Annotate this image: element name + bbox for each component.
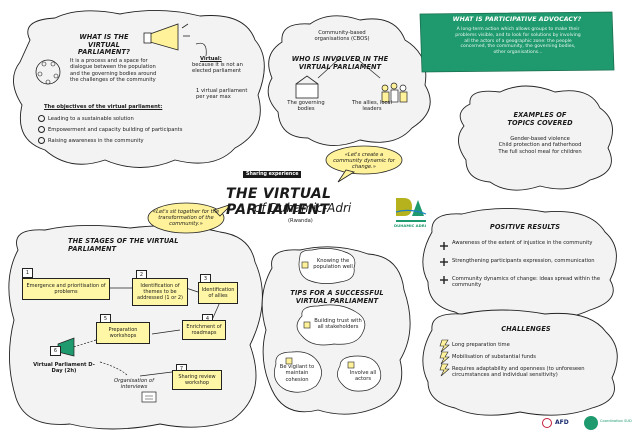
- what-is-line: the challenges of the community: [70, 77, 156, 84]
- stage-box: Identification of allies: [198, 282, 238, 304]
- curved-arrow: [195, 42, 207, 57]
- objectives-heading: The objectives of the virtual parliament…: [44, 104, 163, 110]
- per-year-note: 1 virtual parliament per year max: [196, 88, 248, 101]
- challenge-item: Requires adaptability and openness (to u…: [452, 366, 585, 379]
- advocacy-line: problems visible, and to look for soluti…: [455, 32, 581, 38]
- objective-item: Empowerment and capacity building of par…: [38, 125, 218, 136]
- objective-item: Leading to a sustainable solution: [38, 114, 218, 125]
- advocacy-text: A long-term action which allows groups t…: [426, 27, 610, 56]
- main-subtitle: of Duhamic-Adri: [254, 201, 352, 215]
- stage-box: Sharing review workshop: [172, 370, 222, 390]
- advocacy-line: all the actors of a geographic zone: the…: [464, 38, 572, 44]
- megaphone-icon: [143, 23, 190, 51]
- tip-item: Be vigilant to maintain cohesion: [279, 364, 315, 383]
- country-label: (Rwanda): [288, 218, 313, 224]
- stage-box: Identification of themes to be addressed…: [132, 278, 188, 306]
- virtual-label: Virtual:: [200, 56, 222, 62]
- tip-item: Involve all actors: [349, 370, 377, 383]
- lightning-icons: [439, 339, 450, 377]
- stage-number: 6: [50, 346, 61, 356]
- speech-left: «Let's sit together for the transformati…: [152, 209, 220, 228]
- stage-number: 1: [22, 268, 33, 278]
- example-item: The full school meal for children: [498, 148, 582, 155]
- objective-item: Raising awareness in the community: [38, 136, 218, 147]
- duhamic-logo: [395, 198, 427, 222]
- tip-cloud-1: [298, 248, 356, 284]
- what-is-line: dialogue between the population: [70, 64, 156, 71]
- result-item: Strengthening participants expression, c…: [452, 258, 595, 264]
- what-is-line: and the governing bodies around: [70, 70, 157, 77]
- allies-label: The allies, local leaders: [351, 100, 393, 113]
- governing-bodies-label: The governing bodies: [287, 100, 325, 113]
- advocacy-box: [419, 11, 615, 73]
- examples-list: Gender-based violence Child protection a…: [474, 136, 606, 155]
- stage-box: Preparation workshops: [96, 322, 150, 344]
- what-is-description: It is a process and a space for dialogue…: [70, 58, 190, 84]
- main-title: The Virtual Parliament: [226, 186, 332, 218]
- tip-item: Building trust with all stakeholders: [314, 318, 362, 331]
- what-is-heading: What is the virtual parliament?: [77, 33, 131, 57]
- what-is-line: It is a process and a space for: [70, 58, 148, 64]
- cbo-arrows: [317, 57, 381, 79]
- challenge-item: Mobilisation of substantial funds: [452, 354, 537, 360]
- examples-heading: Examples of topics covered: [507, 111, 573, 127]
- stage-box: Emergence and prioritisation of problems: [22, 278, 110, 300]
- governing-bodies-icon: [295, 75, 319, 99]
- virtual-line: because it is not an: [192, 62, 243, 68]
- target-icon: [38, 126, 45, 133]
- cbo-label: Community-based organisations (CBOS): [314, 30, 370, 43]
- thumbs-up-icons: [285, 261, 355, 369]
- virtual-line: elected parliament: [192, 68, 242, 75]
- advocacy-line: other organisations...: [493, 50, 543, 56]
- results-heading: Positive results: [489, 223, 561, 231]
- advocacy-line: concerned, the community, the governing …: [460, 44, 576, 50]
- speech-right-bubble: [325, 145, 403, 175]
- logo-text: DUHAMIC ADRI: [394, 223, 427, 228]
- advocacy-heading: What is participative advocacy?: [452, 16, 582, 23]
- speech-left-bubble: [147, 202, 225, 234]
- challenge-item: Long preparation time: [452, 342, 510, 348]
- tip-item: Knowing the population well: [313, 258, 353, 271]
- stages-heading: The stages of the virtual parliament: [68, 237, 179, 253]
- tips-heading: Tips for a successful virtual parliament: [290, 289, 384, 305]
- involved-heading: Who is involved in the virtual parliamen…: [291, 55, 389, 71]
- virtual-explanation: because it is not an elected parliament: [192, 62, 262, 75]
- what-is-cloud: [13, 10, 265, 168]
- example-item: Gender-based violence: [510, 136, 570, 142]
- target-icon: [38, 115, 45, 122]
- partner-logo-text: Coordination SUD: [600, 419, 632, 423]
- examples-cloud: [458, 85, 613, 191]
- partner-logo-icon: [584, 416, 598, 430]
- target-icon: [38, 137, 45, 144]
- objective-text: Raising awareness in the community: [48, 138, 144, 144]
- interviews-label: Organisation of interviews: [114, 378, 154, 391]
- objective-text: Leading to a sustainable solution: [48, 116, 134, 122]
- allies-icon: [381, 82, 408, 103]
- stage-box: Enrichment of roadmaps: [182, 320, 226, 340]
- objectives-list: Leading to a sustainable solution Empowe…: [38, 114, 218, 147]
- afd-logo-icon: [542, 418, 552, 428]
- plus-icons: [440, 242, 448, 284]
- involved-cloud: [267, 15, 431, 146]
- challenges-heading: Challenges: [501, 325, 551, 333]
- result-item: Awareness of the extent of injustice in …: [452, 240, 593, 246]
- challenges-cloud: [422, 309, 618, 416]
- objective-text: Empowerment and capacity building of par…: [48, 127, 183, 133]
- people-circle-icon: [35, 59, 61, 85]
- advocacy-line: A long-term action which allows groups t…: [456, 27, 580, 32]
- example-item: Child protection and fatherhood: [498, 142, 582, 149]
- results-cloud: [422, 208, 617, 321]
- afd-logo-text: AFD: [555, 419, 569, 426]
- interview-notebook-icon: [141, 391, 157, 403]
- result-item: Community dynamics of change: ideas spre…: [452, 276, 601, 289]
- tip-cloud-2: [296, 304, 366, 346]
- speech-right: «Let's create a community dynamic for ch…: [333, 152, 395, 171]
- sharing-experience-badge: Sharing experience: [243, 171, 302, 178]
- stage-dday: Virtual Parliament D-Day (2h): [33, 362, 95, 375]
